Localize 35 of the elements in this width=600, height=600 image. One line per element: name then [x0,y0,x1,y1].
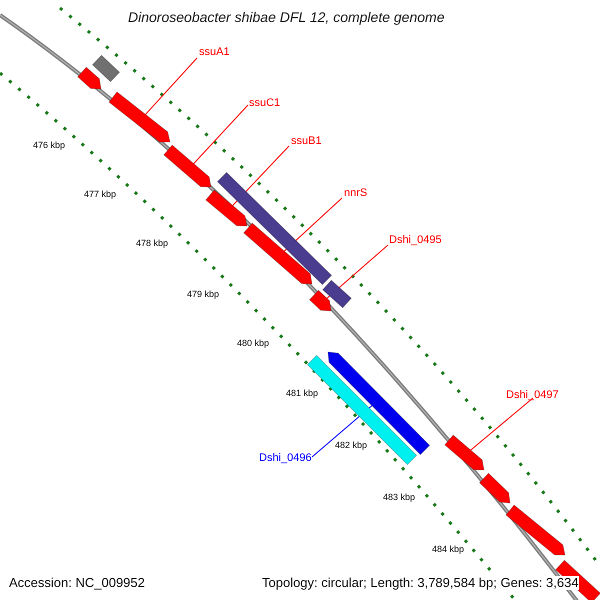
tick-label: 484 kbp [432,545,464,555]
gene-label: Dshi_0497 [506,389,559,402]
gene-bar [108,91,170,142]
gene-bar [92,54,120,82]
gene-bar [77,66,102,90]
gene-bar [243,222,312,284]
tick-label: 483 kbp [383,493,416,503]
gene-bar [163,144,212,188]
diagram-title: Dinoroseobacter shibae DFL 12, complete genome [128,10,444,26]
gene-label: ssuB1 [291,135,322,148]
leader-line [145,58,198,115]
gene-bar [478,472,510,504]
tick-label: 482 kbp [335,441,368,451]
gene-bar [328,352,430,456]
gene-bar [322,280,352,308]
genome-info-text: Topology: circular; Length: 3,789,584 bp; Genes: 3,634 [262,576,579,590]
leader-line [193,104,248,164]
gene-bar [205,189,248,226]
tick-label: 480 kbp [237,339,270,349]
gene-label: Dshi_0495 [389,234,442,246]
gene-bar [308,290,332,312]
gene-bar [444,434,484,470]
gene-bar [505,504,566,556]
tick-label: 477 kbp [84,190,116,200]
accession-text: Accession: NC_009952 [9,576,145,590]
leader-line [470,398,534,451]
gene-label: ssuA1 [199,46,230,58]
tick-label: 478 kbp [136,239,168,249]
gene-bar [216,172,332,286]
gene-label: Dshi_0496 [259,452,312,464]
tick-label: 481 kbp [286,389,318,399]
gene-label: ssuC1 [249,97,280,110]
tick-label: 479 kbp [187,290,220,300]
tick-label: 476 kbp [33,141,66,151]
gene-label: nnrS [344,187,368,200]
